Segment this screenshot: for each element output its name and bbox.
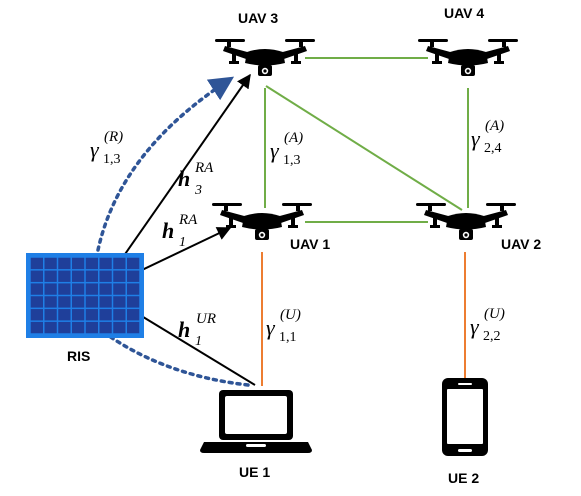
ris-element <box>127 321 140 334</box>
ris-element <box>44 270 57 282</box>
channel-label-g13a: γ 1,3 (A) <box>270 130 305 168</box>
ris-element <box>58 283 71 295</box>
dotted-path-ris-uav3 <box>96 76 235 252</box>
ris-element <box>72 296 85 308</box>
ris-element <box>113 257 126 270</box>
ris-element <box>30 309 43 321</box>
channel-label-h1ur: h 1 UR <box>178 311 216 349</box>
ris-element <box>44 257 57 270</box>
ris-element <box>99 321 112 334</box>
ris-element <box>30 283 43 295</box>
drone-icon <box>416 203 516 240</box>
ris-element <box>72 321 85 334</box>
ris-element <box>99 309 112 321</box>
ue2-label: UE 2 <box>448 470 479 486</box>
ris-element <box>72 270 85 282</box>
ris-element <box>72 283 85 295</box>
ue1-label: UE 1 <box>239 464 270 480</box>
ris-element <box>44 321 57 334</box>
ris-element <box>58 309 71 321</box>
drone-icon <box>215 39 315 76</box>
ris-label: RIS <box>67 348 90 364</box>
ris-element <box>58 257 71 270</box>
ris-element <box>113 283 126 295</box>
ris-element <box>58 296 71 308</box>
ris-element <box>30 296 43 308</box>
drone-icon <box>418 39 518 76</box>
ris-element <box>127 296 140 308</box>
ris-element <box>44 309 57 321</box>
channel-label-g22u: γ 2,2 (U) <box>470 306 505 344</box>
ris-element <box>44 283 57 295</box>
ris-element <box>127 257 140 270</box>
ris-element <box>85 296 98 308</box>
ris-element <box>30 270 43 282</box>
uav3-label: UAV 3 <box>238 10 278 26</box>
ris-element <box>85 257 98 270</box>
uav4-label: UAV 4 <box>444 5 484 21</box>
ris-element <box>113 309 126 321</box>
drone-icon <box>212 203 312 240</box>
channel-label-g11u: γ 1,1 (U) <box>266 307 301 345</box>
ris-element <box>85 309 98 321</box>
ris-element <box>127 270 140 282</box>
ris-element <box>113 321 126 334</box>
ris-element <box>72 309 85 321</box>
ris-element <box>30 257 43 270</box>
ris-element <box>99 283 112 295</box>
ris-element <box>85 270 98 282</box>
ris-element <box>99 257 112 270</box>
ris-element <box>58 321 71 334</box>
laptop-icon <box>200 390 312 453</box>
channel-label-g13r: γ 1,3 (R) <box>90 129 125 167</box>
link-uav3-uav2 <box>265 85 463 211</box>
uav2-label: UAV 2 <box>501 236 541 252</box>
ris-element <box>44 296 57 308</box>
ris-element <box>113 296 126 308</box>
ris-element <box>99 296 112 308</box>
smartphone-icon <box>442 378 488 456</box>
ris-element <box>99 270 112 282</box>
channel-label-h1ra: h 1 RA <box>162 212 198 250</box>
channel-label-h3ra: h 3 RA <box>178 160 214 198</box>
ris-element <box>30 321 43 334</box>
ris-panel-icon <box>26 253 144 338</box>
channel-label-g24a: γ 2,4 (A) <box>471 118 506 156</box>
ris-element <box>72 257 85 270</box>
ris-element <box>85 321 98 334</box>
ris-element <box>127 309 140 321</box>
uav1-label: UAV 1 <box>290 236 330 252</box>
ris-element <box>85 283 98 295</box>
ris-element <box>113 270 126 282</box>
dotted-path-ue1-ris <box>96 326 250 387</box>
ris-element <box>58 270 71 282</box>
ris-element <box>127 283 140 295</box>
